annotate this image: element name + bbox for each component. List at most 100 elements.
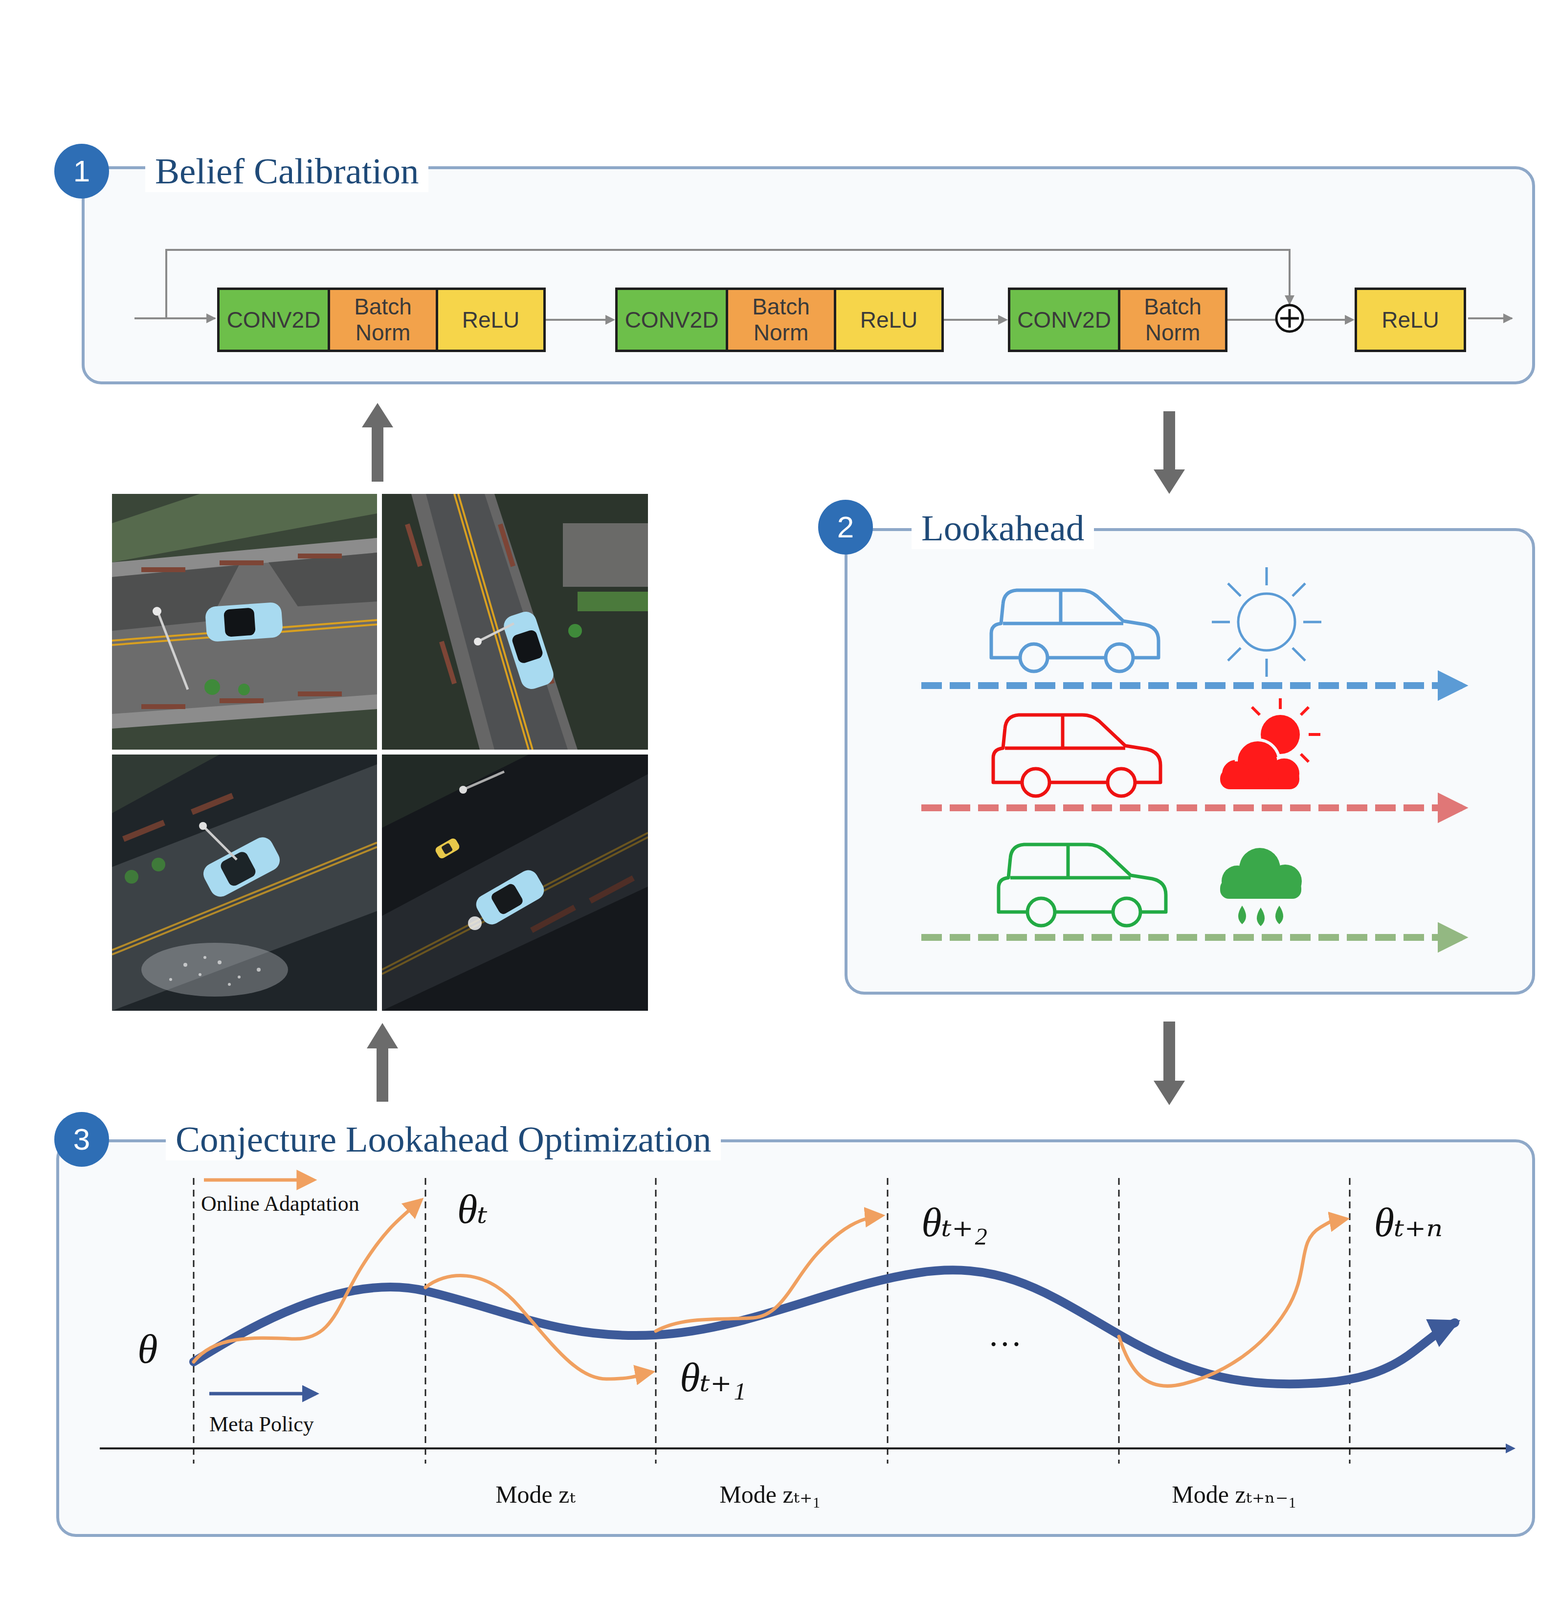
scene-photo xyxy=(111,493,378,750)
step-number: 1 xyxy=(73,156,90,187)
layer-name: ReLU xyxy=(462,307,520,334)
scene-photo xyxy=(381,754,529,828)
scene-photo xyxy=(204,601,284,643)
scene-photo xyxy=(530,875,635,934)
mode-divider xyxy=(424,1178,427,1464)
arrowhead xyxy=(1344,314,1355,325)
panel-ground xyxy=(56,1139,1536,1538)
sum-symbol xyxy=(1280,317,1299,320)
mode-divider xyxy=(1349,1178,1351,1464)
scene-photo xyxy=(223,607,256,638)
scene-photo xyxy=(404,523,423,568)
scene-photo xyxy=(169,956,261,986)
layer-name: Batch Norm xyxy=(332,293,434,346)
scene-photo xyxy=(122,820,166,843)
scene-photo xyxy=(381,754,648,1011)
layer-box: ReLU xyxy=(435,287,546,353)
rain-icon xyxy=(1238,905,1247,925)
cloudy-icon xyxy=(1308,733,1321,736)
scene-photo xyxy=(111,493,378,750)
online-adaptation-curve xyxy=(425,1275,652,1380)
scene-photo xyxy=(124,869,139,884)
scene-photo xyxy=(441,842,454,855)
scene-photo xyxy=(411,493,578,750)
car-icon xyxy=(998,844,1166,926)
sun-icon xyxy=(1211,567,1322,677)
cloudy-icon xyxy=(1300,707,1309,715)
online-adaptation-curve xyxy=(193,1200,1346,1386)
car-icon xyxy=(991,590,1159,672)
scene-photo xyxy=(219,560,264,566)
layer-box: Batch Norm xyxy=(725,287,837,353)
scene-photo xyxy=(479,623,514,641)
scene-photo xyxy=(141,567,186,573)
car-icon xyxy=(1059,590,1063,624)
rain-icon xyxy=(1256,907,1265,927)
panel-ground xyxy=(56,166,1536,1538)
car-icon xyxy=(1105,644,1134,672)
scene-photo xyxy=(122,793,234,843)
flow-arrow xyxy=(1153,411,1185,494)
sun-icon xyxy=(1238,593,1295,651)
scene-photo xyxy=(199,833,284,901)
sun-icon xyxy=(1265,567,1269,586)
car-icon xyxy=(998,844,1166,913)
legend-text: Online Adaptation xyxy=(200,1191,360,1217)
rain-icon xyxy=(1220,879,1302,899)
residual-wiring xyxy=(1468,317,1513,320)
scene-photo xyxy=(217,960,222,965)
scene-photo xyxy=(256,967,261,972)
scene-photo xyxy=(490,882,525,916)
cloudy-icon xyxy=(1251,707,1260,715)
layer-box: Batch Norm xyxy=(327,287,439,353)
mode-divider xyxy=(655,1178,657,1464)
mode-divider xyxy=(887,1178,889,1464)
scene-photo xyxy=(577,591,648,612)
connector-line xyxy=(943,318,1000,321)
sun-icon xyxy=(1265,658,1269,677)
legend-text: Meta Policy xyxy=(209,1411,314,1437)
scene-photos xyxy=(111,493,648,1011)
car-icon xyxy=(991,590,1159,658)
layer-box: CONV2D xyxy=(217,287,331,353)
scene-photos xyxy=(111,493,648,1011)
panel-title: Conjecture Lookahead Optimization xyxy=(165,1118,721,1161)
sun-icon xyxy=(1292,583,1306,597)
connector xyxy=(1153,411,1185,494)
layer-box: ReLU xyxy=(833,287,944,353)
residual-wiring xyxy=(134,317,216,320)
step-number: 2 xyxy=(837,512,854,543)
car-icon xyxy=(1027,898,1055,926)
arrowhead xyxy=(605,314,616,325)
scene-photo xyxy=(497,523,516,568)
scene-photo xyxy=(204,601,284,643)
step-number: 3 xyxy=(73,1124,90,1155)
scene-photo xyxy=(562,523,648,587)
scene-photo xyxy=(169,978,173,981)
scene-photo xyxy=(439,641,457,685)
scene-photo xyxy=(381,754,648,1011)
layer-name: CONV2D xyxy=(624,307,719,334)
scene-photo xyxy=(111,842,378,951)
mode-divider xyxy=(1118,1178,1120,1464)
scene-photo xyxy=(501,608,557,692)
scene-photo xyxy=(183,962,188,967)
scene-photo xyxy=(158,613,188,690)
scene-photo xyxy=(381,493,648,750)
parameter-label: θₜ₊ₙ xyxy=(1374,1198,1443,1247)
scene-photo xyxy=(459,785,468,794)
car-icon xyxy=(1113,898,1141,926)
step-number-circle: 2 xyxy=(818,499,873,555)
flow-arrow xyxy=(1153,1021,1185,1106)
scene-photo xyxy=(473,637,482,646)
panel-ground xyxy=(844,528,1536,995)
car-icon xyxy=(1061,714,1065,749)
scene-photo xyxy=(381,774,648,1011)
lookahead-path xyxy=(921,804,1463,812)
mode-divider xyxy=(193,1178,1350,1464)
scene-photo xyxy=(238,683,250,696)
sun-icon xyxy=(1303,621,1322,624)
